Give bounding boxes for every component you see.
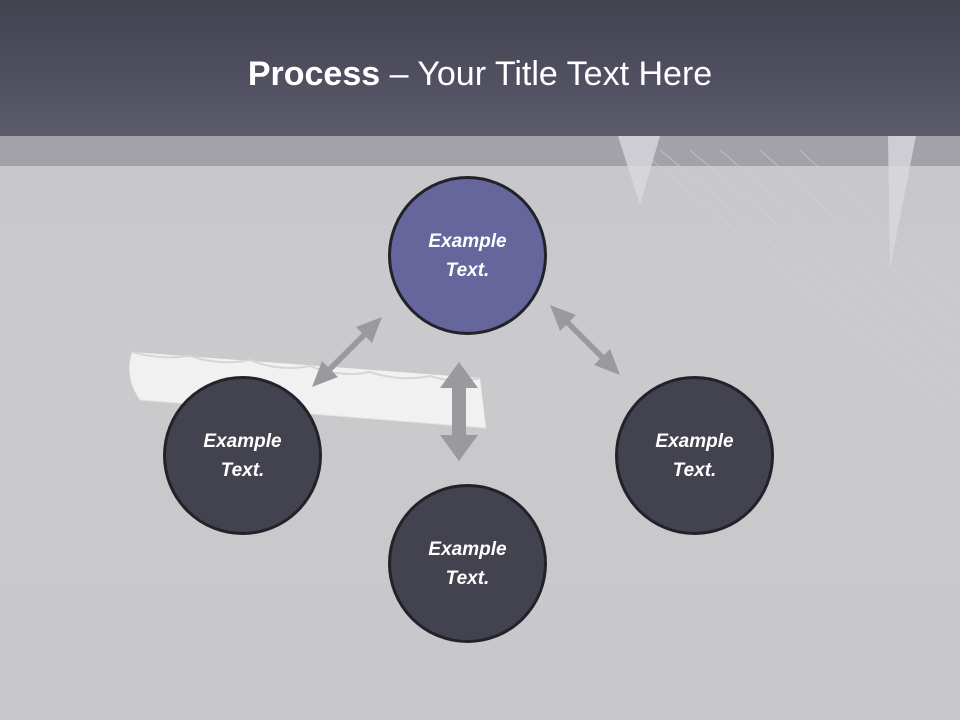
process-node-left: Example Text. [163, 376, 322, 535]
process-node-right-text: Example Text. [655, 430, 734, 481]
decor-diagonal-lines [639, 149, 960, 421]
process-node-right: Example Text. [615, 376, 774, 535]
double-arrow-top-left [312, 317, 382, 387]
double-arrow-top-right [550, 305, 620, 375]
process-node-center-text: Example Text. [428, 230, 507, 281]
slide-title-rest: – Your Title Text Here [380, 55, 713, 93]
title-bar-strip [0, 136, 960, 166]
process-node-center: Example Text. [388, 176, 547, 335]
decor-triangle-right [888, 136, 916, 268]
slide-title-bold: Process [247, 55, 381, 93]
slide-title: Process – Your Title Text Here [0, 52, 960, 96]
double-arrow-vertical [440, 362, 478, 461]
process-node-bottom-text: Example Text. [428, 538, 507, 589]
title-bar [0, 0, 960, 136]
process-node-bottom: Example Text. [388, 484, 547, 643]
decor-triangle-left [618, 136, 660, 205]
process-node-left-text: Example Text. [203, 430, 282, 481]
